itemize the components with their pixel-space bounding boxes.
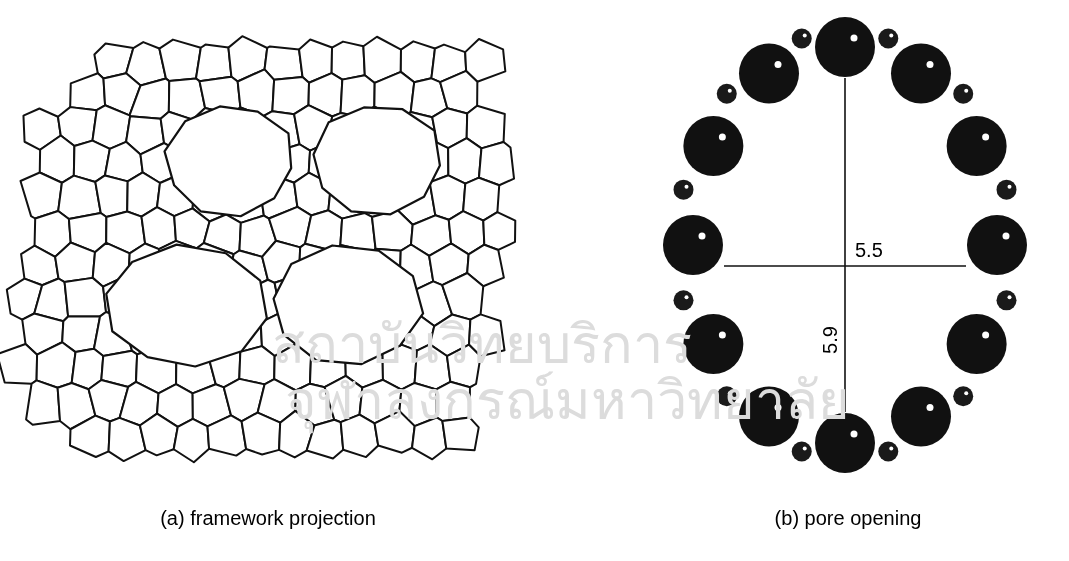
atom-highlight bbox=[964, 89, 968, 93]
atom-highlight bbox=[728, 89, 732, 93]
oxygen-atom bbox=[947, 116, 1007, 176]
dimension-label: 5.5 bbox=[855, 240, 883, 260]
atom-highlight bbox=[982, 134, 989, 141]
silicon-atom bbox=[673, 180, 693, 200]
atom-sphere bbox=[792, 28, 812, 48]
framework-ring bbox=[26, 380, 60, 424]
atom-sphere bbox=[717, 84, 737, 104]
atom-highlight bbox=[684, 185, 688, 189]
atom-highlight bbox=[803, 447, 807, 451]
framework-ring bbox=[440, 71, 477, 114]
atom-highlight bbox=[851, 35, 858, 42]
atom-sphere bbox=[953, 386, 973, 406]
watermark: สถาบันวิทยบริการ bbox=[272, 318, 692, 372]
atom-sphere bbox=[967, 215, 1027, 275]
framework-ring bbox=[159, 40, 200, 81]
dimension-label: 5.9 bbox=[820, 326, 840, 354]
ten-ring-channel bbox=[313, 107, 439, 214]
atom-highlight bbox=[803, 33, 807, 37]
atom-sphere bbox=[673, 180, 693, 200]
oxygen-atom bbox=[815, 17, 875, 77]
atom-sphere bbox=[878, 28, 898, 48]
framework-ring bbox=[207, 415, 246, 455]
atom-sphere bbox=[683, 116, 743, 176]
atom-highlight bbox=[699, 233, 706, 240]
framework-ring bbox=[70, 416, 110, 457]
framework-ring bbox=[95, 175, 127, 217]
atom-sphere bbox=[997, 180, 1017, 200]
framework-ring bbox=[0, 344, 37, 384]
framework-ring bbox=[242, 413, 281, 455]
figure-caption: (a) framework projection bbox=[160, 508, 376, 528]
atom-sphere bbox=[891, 44, 951, 104]
atom-highlight bbox=[964, 391, 968, 395]
silicon-atom bbox=[953, 386, 973, 406]
atom-highlight bbox=[982, 332, 989, 339]
atom-sphere bbox=[683, 314, 743, 374]
oxygen-atom bbox=[683, 314, 743, 374]
ten-ring-channel bbox=[106, 245, 267, 367]
atom-sphere bbox=[739, 44, 799, 104]
framework-ring bbox=[239, 346, 274, 384]
silicon-atom bbox=[878, 28, 898, 48]
oxygen-atom bbox=[947, 314, 1007, 374]
atom-sphere bbox=[673, 290, 693, 310]
framework-ring bbox=[196, 45, 231, 82]
framework-ring bbox=[483, 212, 515, 250]
atom-highlight bbox=[889, 33, 893, 37]
atom-highlight bbox=[1008, 185, 1012, 189]
atom-sphere bbox=[947, 116, 1007, 176]
silicon-atom bbox=[792, 28, 812, 48]
framework-ring bbox=[37, 342, 76, 387]
atom-sphere bbox=[953, 84, 973, 104]
dimension-line bbox=[844, 78, 846, 412]
ten-ring-channel bbox=[165, 106, 292, 216]
atom-highlight bbox=[775, 61, 782, 68]
atom-highlight bbox=[1008, 295, 1012, 299]
framework-ring bbox=[140, 414, 178, 456]
atom-sphere bbox=[815, 17, 875, 77]
silicon-atom bbox=[997, 290, 1017, 310]
oxygen-atom bbox=[891, 386, 951, 446]
atom-highlight bbox=[684, 295, 688, 299]
atom-sphere bbox=[878, 442, 898, 462]
framework-ring bbox=[55, 243, 95, 283]
figure-caption: (b) pore opening bbox=[775, 508, 922, 528]
atom-sphere bbox=[947, 314, 1007, 374]
framework-ring bbox=[70, 73, 105, 110]
framework-ring bbox=[65, 278, 106, 317]
atom-highlight bbox=[927, 404, 934, 411]
silicon-atom bbox=[997, 180, 1017, 200]
oxygen-atom bbox=[891, 44, 951, 104]
atom-sphere bbox=[891, 386, 951, 446]
atom-highlight bbox=[719, 134, 726, 141]
framework-ring bbox=[442, 273, 483, 320]
atom-highlight bbox=[719, 332, 726, 339]
oxygen-atom bbox=[683, 116, 743, 176]
atom-sphere bbox=[792, 442, 812, 462]
oxygen-atom bbox=[663, 215, 723, 275]
silicon-atom bbox=[953, 84, 973, 104]
silicon-atom bbox=[717, 84, 737, 104]
atom-sphere bbox=[997, 290, 1017, 310]
silicon-atom bbox=[673, 290, 693, 310]
watermark: จุฬาลงกรณ์มหาวิทยาลัย bbox=[285, 374, 850, 428]
framework-ring bbox=[130, 79, 170, 119]
framework-ring bbox=[372, 210, 413, 251]
oxygen-atom bbox=[739, 44, 799, 104]
atom-highlight bbox=[927, 61, 934, 68]
framework-ring bbox=[332, 42, 365, 80]
silicon-atom bbox=[792, 442, 812, 462]
framework-ring bbox=[174, 419, 209, 462]
oxygen-atom bbox=[967, 215, 1027, 275]
atom-highlight bbox=[889, 447, 893, 451]
atom-sphere bbox=[663, 215, 723, 275]
atom-highlight bbox=[851, 431, 858, 438]
atom-highlight bbox=[1003, 233, 1010, 240]
silicon-atom bbox=[878, 442, 898, 462]
